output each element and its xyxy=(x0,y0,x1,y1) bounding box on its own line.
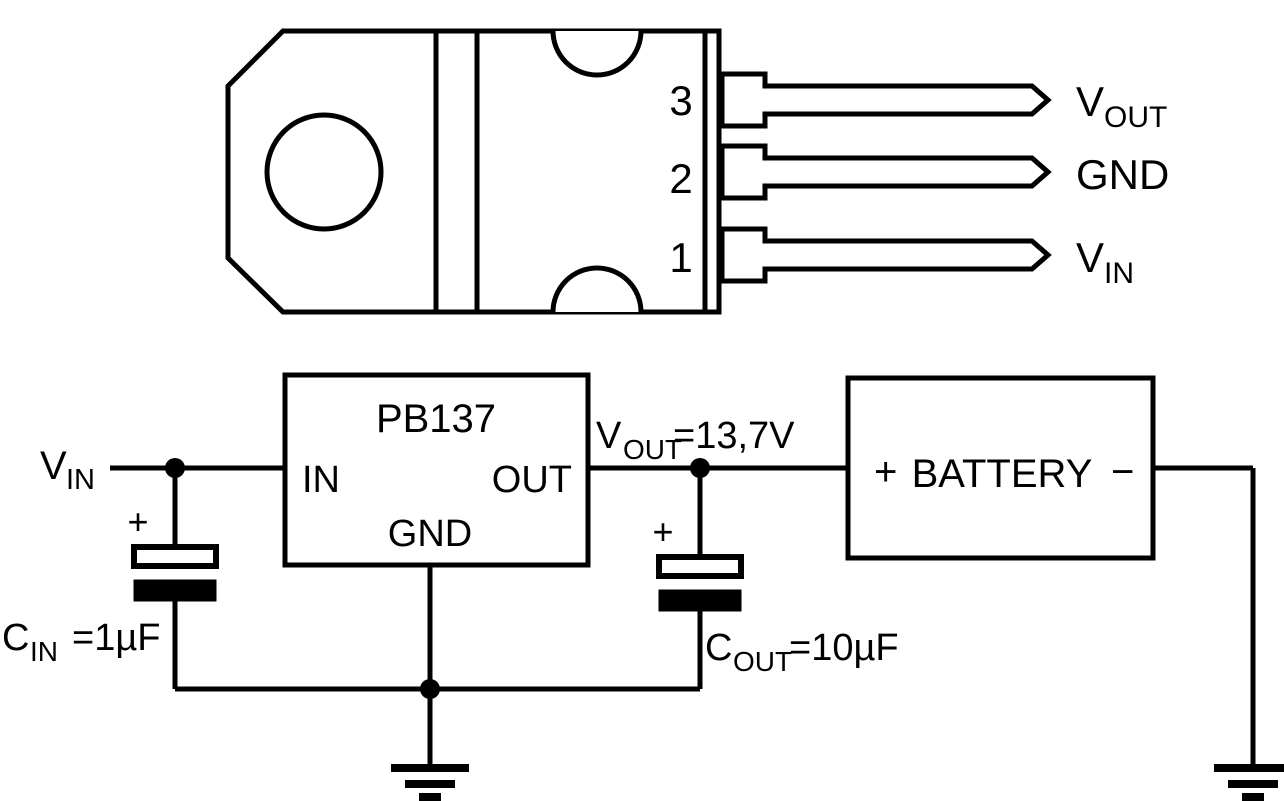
cout-label-sub: OUT xyxy=(733,646,792,677)
cin-plate-top xyxy=(131,544,219,569)
vout-label-value: =13,7V xyxy=(673,415,795,457)
cout-value-label: C OUT =10µF xyxy=(705,627,899,677)
battery-box xyxy=(845,375,1156,561)
lead-3-vout xyxy=(719,71,1052,129)
circuit-vin-label: V IN xyxy=(40,444,95,496)
regulator-pin-in-label: IN xyxy=(302,459,340,501)
mounting-hole-icon xyxy=(264,112,384,232)
lead-1-vin xyxy=(719,226,1052,284)
package-pin-label-vout-sub: OUT xyxy=(1104,101,1167,134)
cin-plate-bottom xyxy=(133,579,217,602)
cin-label-base: C xyxy=(2,617,29,659)
vout-label-sub: OUT xyxy=(623,434,682,465)
lead-2-gnd xyxy=(719,143,1052,201)
battery-label: BATTERY xyxy=(912,452,1093,496)
pin-number-3: 3 xyxy=(669,77,692,124)
vout-label-base: V xyxy=(596,415,622,457)
regulator-pin-gnd-label: GND xyxy=(388,513,472,555)
ground-symbol-center-icon xyxy=(391,764,469,801)
package-notch-top-icon xyxy=(550,30,644,78)
battery-terminal-positive: + xyxy=(874,450,897,494)
cin-polarity-label: + xyxy=(127,501,148,542)
cout-plate-bottom xyxy=(658,589,742,612)
pin-number-2: 2 xyxy=(669,155,692,202)
vout-value-label: V OUT =13,7V xyxy=(596,415,795,465)
pin-number-1: 1 xyxy=(669,234,692,281)
circuit-vin-label-base: V xyxy=(40,444,67,488)
package-pin-label-vin: V IN xyxy=(1076,234,1134,290)
regulator-part-number: PB137 xyxy=(376,397,496,441)
cout-label-value: =10µF xyxy=(789,627,899,669)
cout-plate-top xyxy=(656,554,744,579)
cout-polarity-label: + xyxy=(652,511,673,552)
cin-label-value: =1µF xyxy=(72,617,160,659)
package-pin-label-vout: V OUT xyxy=(1076,78,1167,134)
battery-terminal-negative: − xyxy=(1111,450,1134,494)
package-pin-label-vin-sub: IN xyxy=(1104,257,1134,290)
application-circuit: V IN + C IN =1µF xyxy=(2,372,1284,801)
circuit-vin-label-sub: IN xyxy=(66,464,95,496)
cout-label-base: C xyxy=(705,627,732,669)
package-pin-label-gnd: GND xyxy=(1076,151,1169,198)
package-pin-label-vin-base: V xyxy=(1076,234,1104,281)
cin-label-sub: IN xyxy=(30,636,58,667)
package-pin-label-gnd-base: GND xyxy=(1076,151,1169,198)
ground-symbol-right-icon xyxy=(1214,764,1284,801)
cin-value-label: C IN =1µF xyxy=(2,617,160,667)
regulator-pin-out-label: OUT xyxy=(492,459,572,501)
package-pin-label-vout-base: V xyxy=(1076,78,1104,125)
package-notch-bottom-icon xyxy=(550,265,644,313)
to220-package-drawing: 3 2 1 V OUT GND V IN xyxy=(225,28,1169,315)
